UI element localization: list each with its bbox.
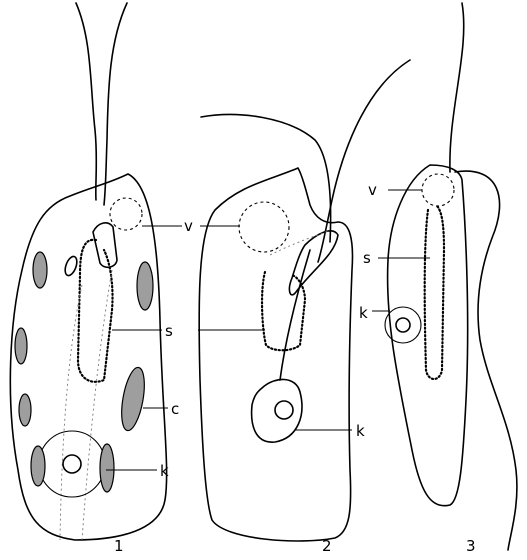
label-c: c [171, 400, 179, 418]
grain [121, 366, 145, 432]
cell-2-gullet [288, 230, 339, 296]
cell-1: v s c k 1 [9, 2, 193, 555]
label-s-3: s [363, 249, 371, 267]
cell-3-nucleus [395, 317, 411, 333]
label-s-1: s [165, 322, 173, 340]
cell-1-flagellum [75, 2, 128, 206]
cell-3: v s k 3 [359, 2, 518, 555]
cell-2-vacuole [238, 201, 290, 253]
cell-2-nucleus-region [250, 378, 303, 443]
cell-3-vacuole [421, 173, 455, 207]
cell-3-flagellum [449, 2, 465, 173]
figure-number-1: 1 [114, 537, 124, 555]
figure-number-2: 2 [322, 537, 332, 555]
cell-1-vacuole [109, 197, 143, 231]
grain [30, 445, 46, 487]
cell-2: k 2 [198, 59, 411, 555]
label-v-1: v [184, 217, 193, 235]
cell-2-faint-line [269, 229, 331, 256]
grain [99, 443, 115, 493]
cell-1-faint-line-b [81, 269, 113, 541]
label-k-2: k [356, 422, 365, 440]
cell-1-gullet [92, 222, 118, 269]
label-k-3: k [359, 304, 368, 322]
grain [136, 261, 154, 311]
figure-number-3: 3 [466, 537, 476, 555]
cell-1-grains [14, 251, 154, 493]
cell-1-reservoir [76, 238, 114, 383]
cell-3-reservoir [423, 203, 446, 381]
label-k-1: k [160, 462, 169, 480]
label-v-3: v [368, 181, 377, 199]
cell-1-nucleus-ring [38, 430, 106, 498]
grain [18, 393, 32, 427]
cell-1-body-outline [9, 173, 168, 541]
cell-3-flagellum-trailing [454, 170, 518, 551]
grain [32, 251, 48, 289]
cell-2-body-outline [198, 167, 354, 542]
cell-1-nucleus [62, 454, 82, 474]
cell-1-eyespot [64, 255, 78, 277]
cell-3-body-outline [386, 164, 469, 507]
cell-2-stalk [279, 249, 311, 381]
cell-2-flagellum-right [317, 59, 411, 263]
cell-3-nucleus-ring [384, 306, 422, 344]
cell-2-reservoir [260, 270, 307, 352]
cell-2-nucleus [274, 400, 294, 420]
cell-2-flagellum-long [200, 113, 332, 243]
grain [14, 327, 28, 365]
